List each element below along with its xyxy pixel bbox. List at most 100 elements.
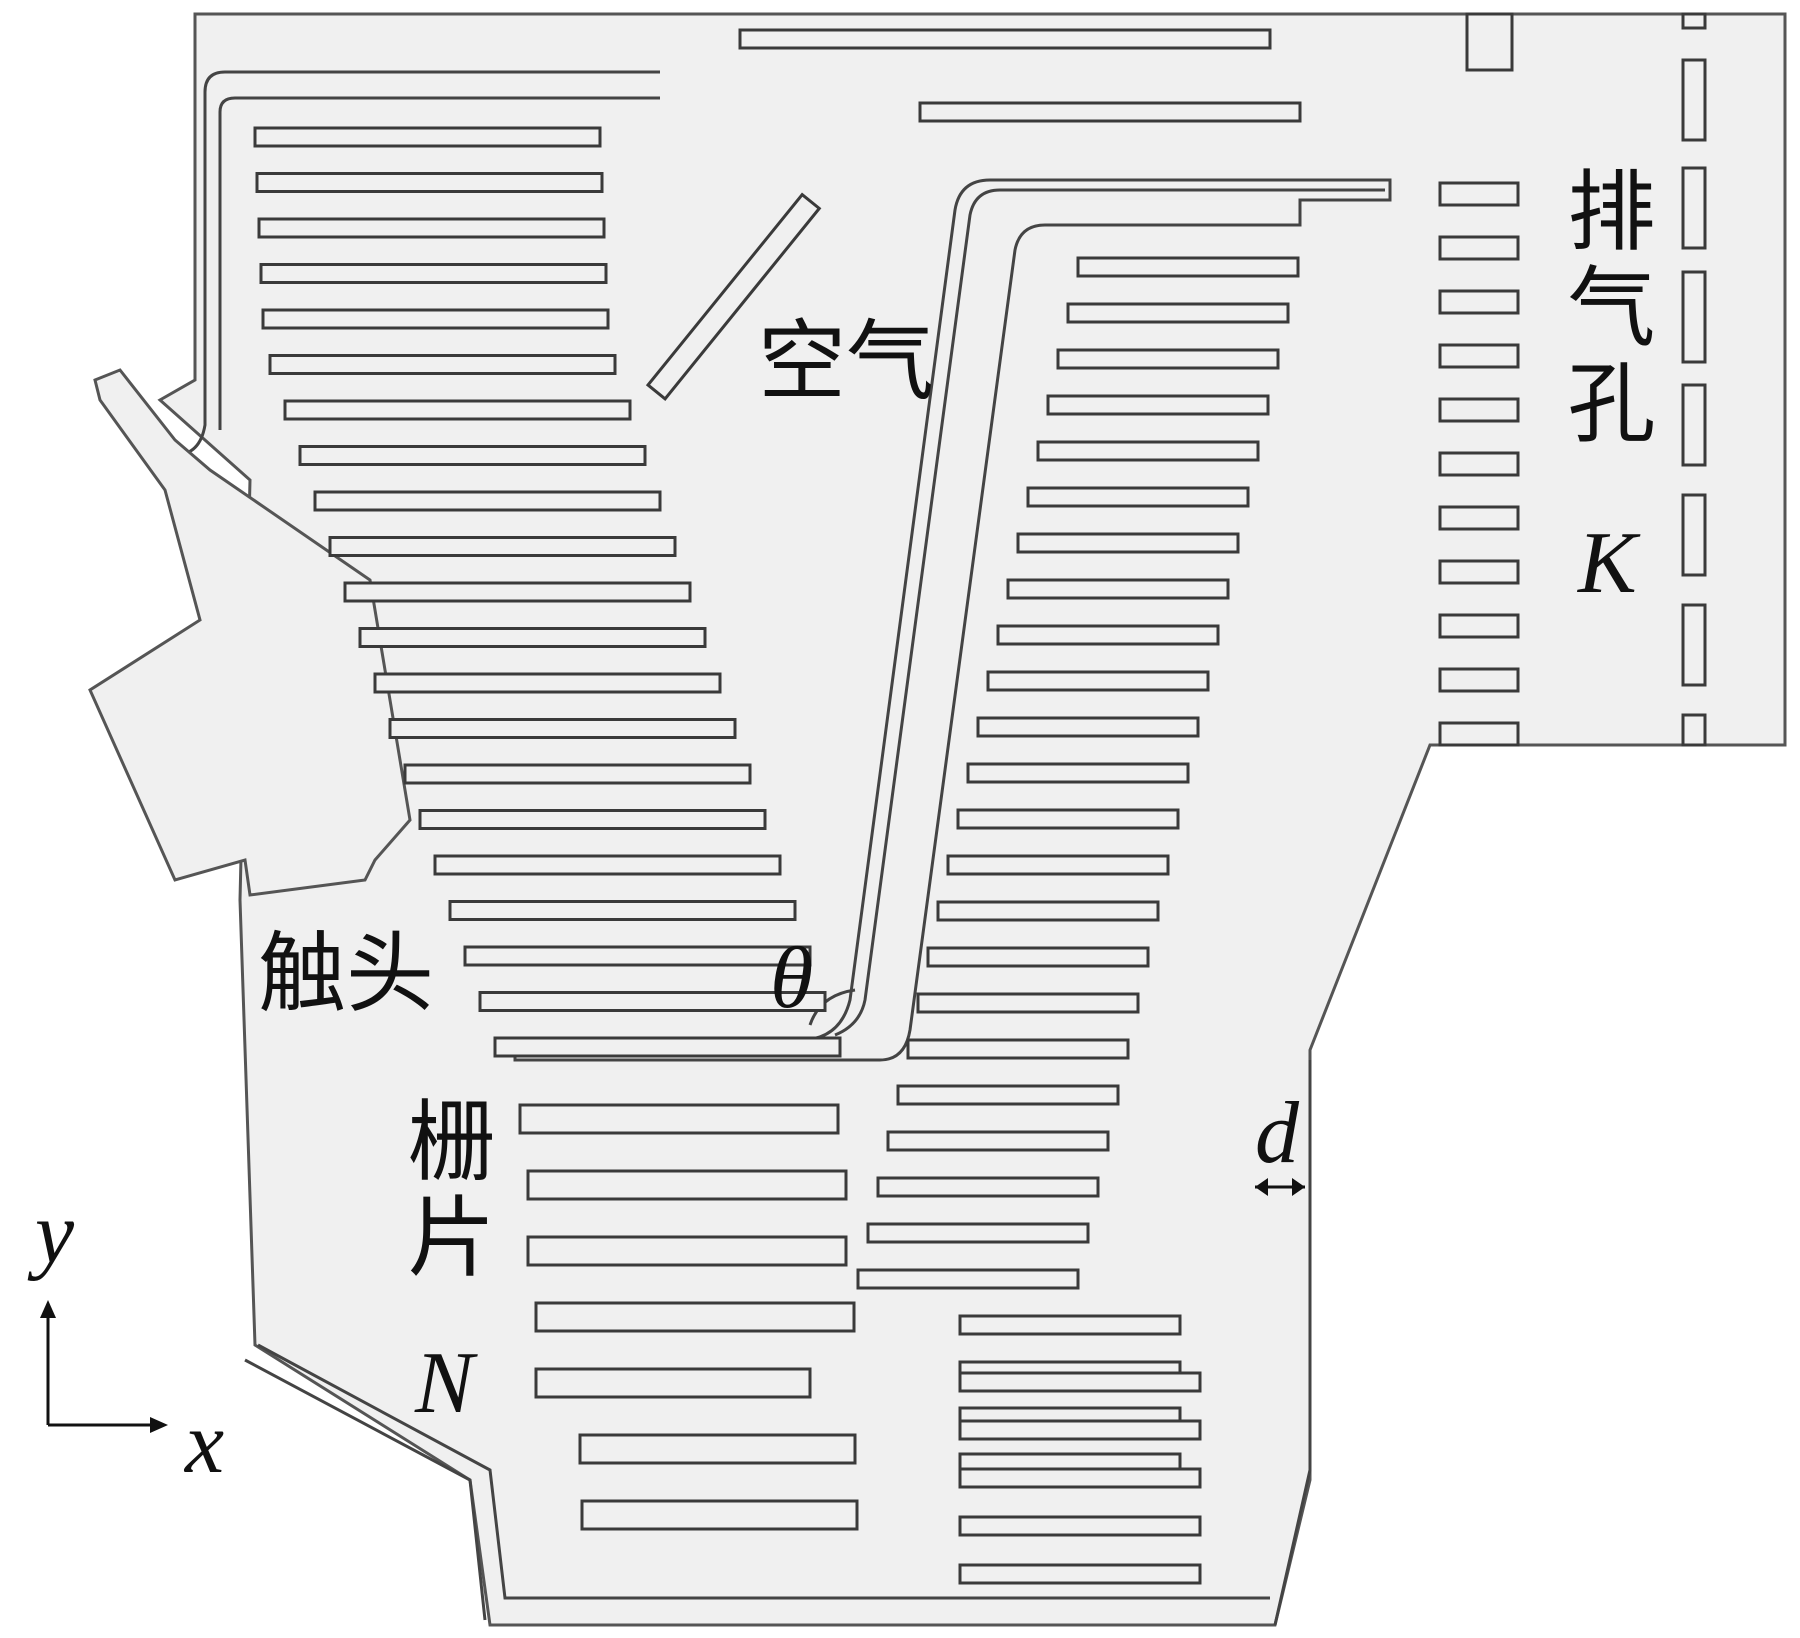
grid-plate: [1046, 394, 1270, 416]
vent-holes-label: 排气孔: [1553, 165, 1656, 453]
air-channel-inner: [834, 188, 1385, 1037]
vent-hole: [1438, 667, 1520, 693]
grid-plate: [403, 763, 752, 785]
grid-plate: [906, 1038, 1130, 1060]
air-label: 空气: [758, 310, 935, 413]
vent-hole: [1438, 721, 1520, 747]
grid-plate: [255, 172, 604, 193]
grid-plate: [257, 217, 606, 239]
vent-hole: [1438, 451, 1520, 477]
left-plate-stack: [253, 126, 842, 1058]
grid-plate: [1056, 348, 1280, 370]
top-bar-2: [918, 101, 1302, 123]
vent-hole: [1681, 58, 1707, 142]
grid-plate: [534, 1367, 812, 1399]
axis-x-head: [150, 1417, 168, 1433]
grid-plate: [283, 399, 632, 421]
grid-plate: [518, 1103, 840, 1135]
grid-plate: [936, 900, 1160, 922]
vent-hole: [1438, 235, 1520, 261]
vent-hole: [1681, 383, 1707, 467]
grid-plate: [926, 946, 1150, 968]
grid-plate: [1006, 578, 1230, 600]
vent-hole: [1438, 559, 1520, 585]
vent-hole: [1438, 505, 1520, 531]
grid-plate: [298, 445, 647, 466]
grid-plate: [866, 1222, 1090, 1244]
grid-plate: [1076, 256, 1300, 278]
grid-plate: [856, 1268, 1080, 1290]
top-post: [1465, 12, 1514, 72]
grid-plate: [958, 1371, 1202, 1393]
vent-hole: [1438, 397, 1520, 423]
grid-plate: [268, 354, 617, 375]
grid-plate: [463, 945, 812, 967]
grid-plate: [478, 991, 827, 1012]
grid-plate: [343, 581, 692, 603]
grid-plate: [956, 808, 1180, 830]
right-plate-stack: [856, 256, 1300, 1585]
grid-plate: [958, 1314, 1182, 1336]
gap-arrow-right-head: [1292, 1178, 1305, 1196]
diagonal-baffle: [645, 192, 822, 401]
edge-vent-stack: [1681, 12, 1707, 747]
grid-plate: [578, 1433, 857, 1465]
grid-plate: [448, 900, 797, 921]
grid-plate: [958, 1467, 1202, 1489]
lower-guide-wall: [244, 1358, 487, 1621]
grid-plate: [886, 1130, 1110, 1152]
grid-plate: [958, 1563, 1202, 1585]
grid-plates-symbol: N: [415, 1335, 474, 1432]
vent-hole: [1438, 181, 1520, 207]
air-channel-outer: [513, 178, 1392, 1062]
lower-guide-wall-inner: [257, 1343, 1270, 1600]
top-bar-1: [738, 28, 1272, 50]
grid-plate: [373, 672, 722, 694]
contact-label: 触头: [258, 922, 435, 1025]
gap-arrow-left-head: [1255, 1178, 1268, 1196]
grid-plate: [966, 762, 1190, 784]
vent-hole: [1438, 343, 1520, 369]
axis-y-label: y: [35, 1185, 75, 1282]
grid-plate: [916, 992, 1140, 1014]
grid-plate: [946, 854, 1170, 876]
vent-hole: [1681, 493, 1707, 577]
grid-plate: [418, 809, 767, 830]
grid-plate: [328, 536, 677, 557]
axis-y-head: [40, 1300, 56, 1318]
grid-plate: [986, 670, 1210, 692]
left-guide-wall-inner: [218, 96, 660, 430]
grid-plate: [433, 854, 782, 876]
vent-holes-symbol: K: [1578, 515, 1637, 612]
theta-label: θ: [770, 930, 814, 1027]
grid-plate: [958, 1419, 1202, 1441]
grid-plates-label: 栅片: [393, 1095, 496, 1287]
grid-plate: [313, 490, 662, 512]
vent-hole: [1438, 613, 1520, 639]
vent-hole: [1681, 166, 1707, 250]
grid-plate: [388, 718, 737, 739]
grid-plate: [253, 126, 602, 148]
vent-hole: [1681, 270, 1707, 364]
grid-plate: [534, 1301, 856, 1333]
right-vent-wall: [1273, 1060, 1312, 1626]
grid-plate: [261, 308, 610, 330]
grid-plate: [976, 716, 1200, 738]
grid-plate: [526, 1169, 848, 1201]
grid-plate: [1036, 440, 1260, 462]
vent-hole: [1681, 713, 1707, 747]
grid-plate: [1016, 532, 1240, 554]
grid-plate: [958, 1515, 1202, 1537]
gap-label: d: [1255, 1085, 1299, 1182]
grid-plate: [896, 1084, 1120, 1106]
grid-plate: [580, 1499, 859, 1531]
grid-plate: [1066, 302, 1290, 324]
vent-hole: [1681, 12, 1707, 30]
small-vent-stack: [1438, 181, 1520, 747]
grid-plate: [996, 624, 1220, 646]
grid-plate: [493, 1036, 842, 1058]
grid-plate: [526, 1235, 848, 1267]
vent-hole: [1438, 289, 1520, 315]
contact-body: [88, 368, 412, 897]
